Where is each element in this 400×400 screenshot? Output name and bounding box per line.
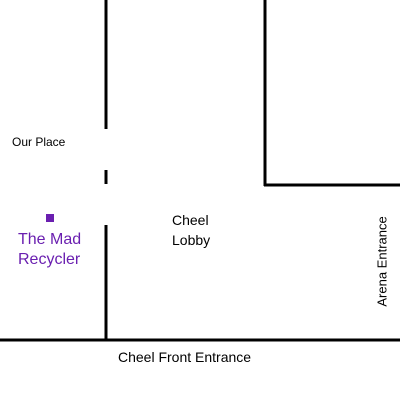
the-mad-recycler-label: The Mad Recycler (18, 230, 81, 270)
recycler-line2: Recycler (18, 251, 81, 268)
square-marker-icon (46, 214, 54, 222)
recycler-line1: The Mad (18, 231, 82, 248)
cheel-lobby-label: Cheel Lobby (172, 210, 210, 250)
cheel-lobby-line2: Lobby (172, 232, 211, 248)
our-place-label: Our Place (12, 135, 66, 149)
cheel-lobby-line1: Cheel (172, 212, 209, 228)
cheel-front-entrance-label: Cheel Front Entrance (118, 349, 252, 365)
arena-entrance-label: Arena Entrance (374, 216, 390, 307)
